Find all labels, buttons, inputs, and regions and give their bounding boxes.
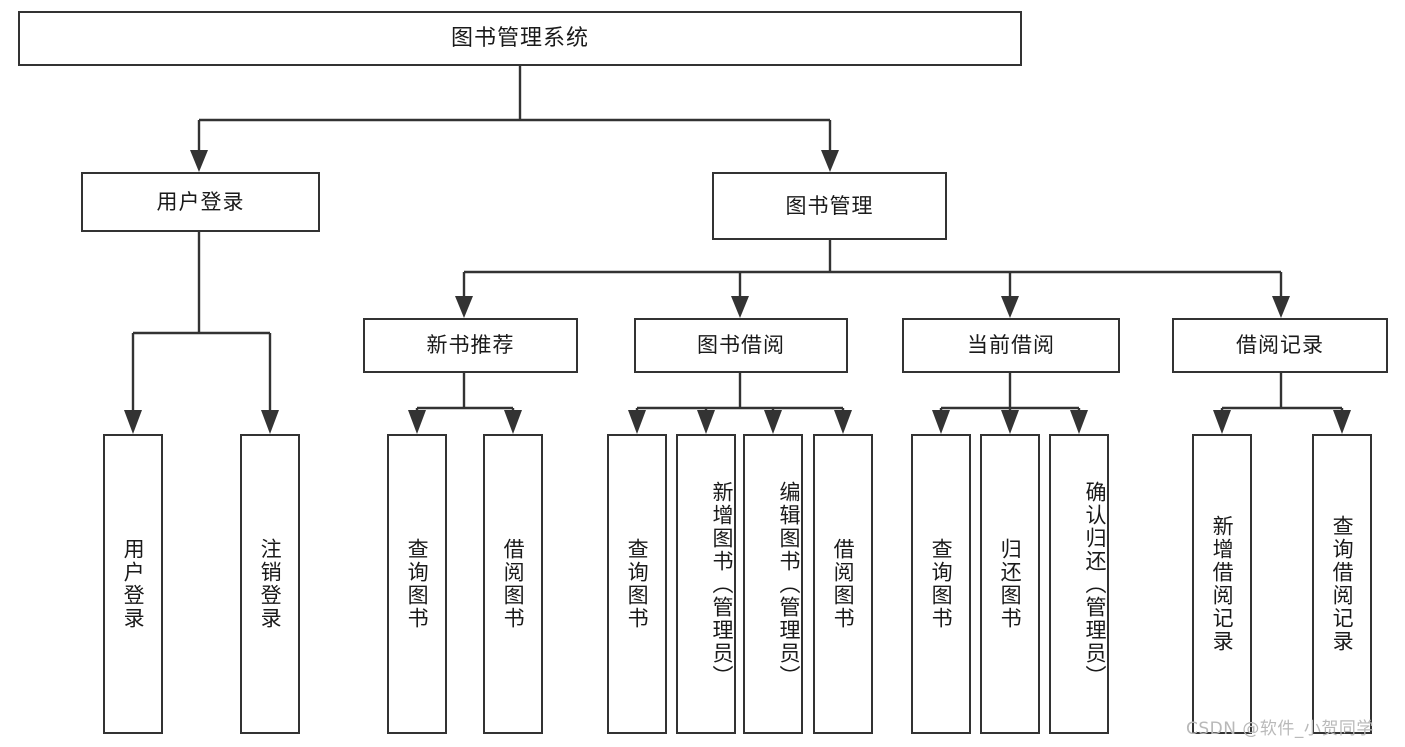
leaf-borrow-borrow-book[interactable]: 借阅图书 [813, 434, 873, 734]
leaf-record-query-record[interactable]: 查询借阅记录 [1312, 434, 1372, 734]
node-book-borrow[interactable]: 图书借阅 [634, 318, 848, 373]
leaf-user-logout[interactable]: 注销登录 [240, 434, 300, 734]
node-label: 查询图书 [625, 538, 650, 630]
csdn-watermark: CSDN @软件_小贺同学 [1186, 719, 1374, 739]
node-label: 当前借阅 [967, 333, 1055, 358]
node-label: 新增借阅记录 [1210, 515, 1235, 653]
node-label: 新书推荐 [426, 333, 515, 358]
leaf-current-confirm-return-admin[interactable]: 确认归还（管理员） [1049, 434, 1109, 734]
leaf-recommend-borrow-book[interactable]: 借阅图书 [483, 434, 543, 734]
leaf-borrow-query-book[interactable]: 查询图书 [607, 434, 667, 734]
leaf-borrow-edit-book-admin[interactable]: 编辑图书（管理员） [743, 434, 803, 734]
leaf-user-login[interactable]: 用户登录 [103, 434, 163, 734]
node-borrow-record[interactable]: 借阅记录 [1172, 318, 1388, 373]
leaf-recommend-query-book[interactable]: 查询图书 [387, 434, 447, 734]
node-label: 用户登录 [156, 189, 245, 214]
node-label: 借阅图书 [501, 538, 526, 630]
node-label: 查询借阅记录 [1330, 515, 1355, 653]
node-label: 借阅图书 [831, 538, 856, 630]
node-book-management[interactable]: 图书管理 [712, 172, 947, 240]
node-user-login[interactable]: 用户登录 [81, 172, 320, 232]
leaf-borrow-add-book-admin[interactable]: 新增图书（管理员） [676, 434, 736, 734]
node-label: 图书管理 [785, 193, 874, 218]
node-label: 编辑图书（管理员） [777, 480, 801, 688]
node-label: 图书借阅 [697, 333, 785, 358]
node-new-book-recommend[interactable]: 新书推荐 [363, 318, 578, 373]
node-label: 注销登录 [258, 538, 283, 630]
node-label: 查询图书 [405, 538, 430, 630]
leaf-record-add-record[interactable]: 新增借阅记录 [1192, 434, 1252, 734]
leaf-current-query-book[interactable]: 查询图书 [911, 434, 971, 734]
node-label: 查询图书 [929, 538, 954, 630]
leaf-current-return-book[interactable]: 归还图书 [980, 434, 1040, 734]
node-label: 借阅记录 [1236, 333, 1324, 358]
node-label: 图书管理系统 [450, 25, 589, 51]
node-label: 确认归还（管理员） [1083, 480, 1107, 688]
node-label: 用户登录 [121, 538, 146, 630]
node-label: 归还图书 [998, 538, 1023, 630]
node-root-system[interactable]: 图书管理系统 [18, 11, 1022, 66]
node-label: 新增图书（管理员） [710, 480, 734, 688]
node-current-borrow[interactable]: 当前借阅 [902, 318, 1120, 373]
